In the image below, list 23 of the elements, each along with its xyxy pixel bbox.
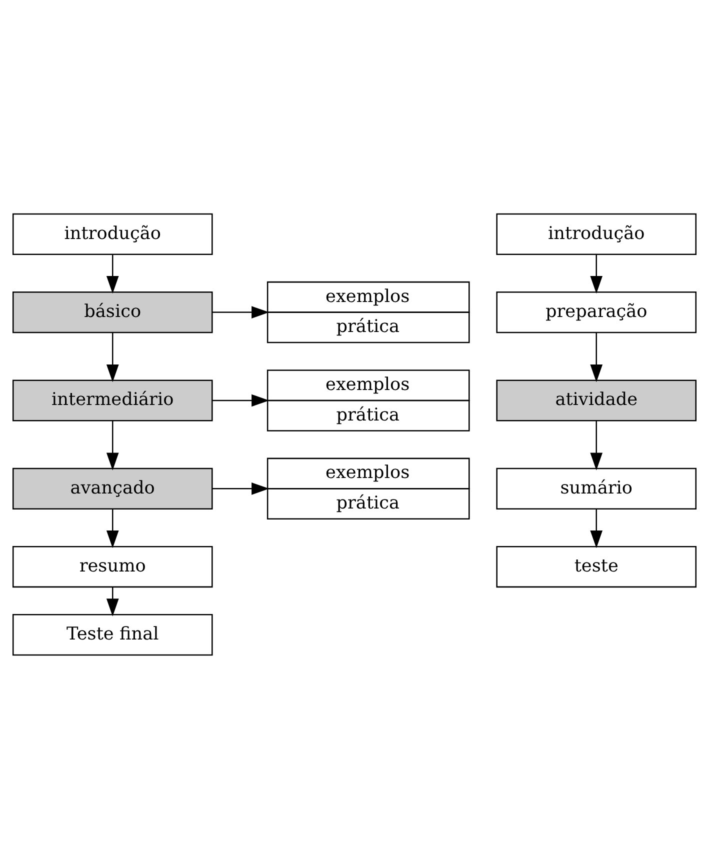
arrow bbox=[106, 254, 119, 294]
arrow bbox=[212, 482, 270, 494]
arrow bbox=[212, 306, 270, 318]
node-box: sumário bbox=[496, 467, 697, 509]
node-box: introdução bbox=[12, 212, 213, 254]
arrow bbox=[590, 254, 603, 294]
arrow bbox=[106, 508, 119, 548]
node-box: preparação bbox=[496, 291, 697, 333]
arrow bbox=[590, 332, 603, 382]
arrow bbox=[106, 420, 119, 470]
arrow bbox=[106, 332, 119, 382]
node-box: avançado bbox=[12, 467, 213, 509]
node-box: Teste final bbox=[12, 614, 213, 656]
arrow bbox=[590, 420, 603, 470]
node-box: resumo bbox=[12, 546, 213, 588]
node-box: teste bbox=[496, 546, 697, 588]
node-box: intermediário bbox=[12, 379, 213, 421]
arrow bbox=[106, 586, 119, 616]
arrow bbox=[590, 508, 603, 548]
node-box: atividade bbox=[496, 379, 697, 421]
node-box: básico bbox=[12, 291, 213, 333]
arrow bbox=[212, 394, 270, 406]
node-box: introdução bbox=[496, 212, 697, 254]
